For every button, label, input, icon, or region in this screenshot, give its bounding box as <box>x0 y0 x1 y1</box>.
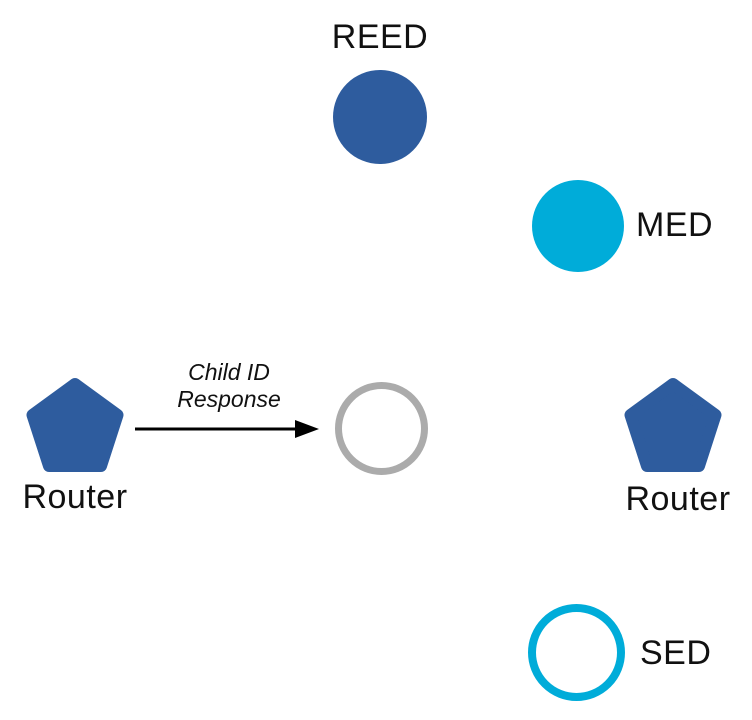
med-node-label: MED <box>636 206 714 244</box>
router-right-pentagon-icon <box>623 377 723 478</box>
joining-device-node-circle <box>335 382 428 475</box>
router-left-pentagon-icon <box>25 377 125 478</box>
child-id-response-arrow-icon <box>133 415 323 448</box>
edge-label-child-id-response: Child ID Response <box>140 359 318 413</box>
sed-node-label: SED <box>640 634 712 672</box>
sed-node-circle <box>528 604 625 701</box>
reed-node-circle <box>333 70 427 164</box>
med-node-circle <box>532 180 624 272</box>
router-right-node-label: Router <box>625 480 731 518</box>
router-left-node-label: Router <box>22 478 128 516</box>
reed-node-label: REED <box>331 18 429 56</box>
edge-label-line2: Response <box>177 386 281 412</box>
edge-label-line1: Child ID <box>188 359 270 385</box>
